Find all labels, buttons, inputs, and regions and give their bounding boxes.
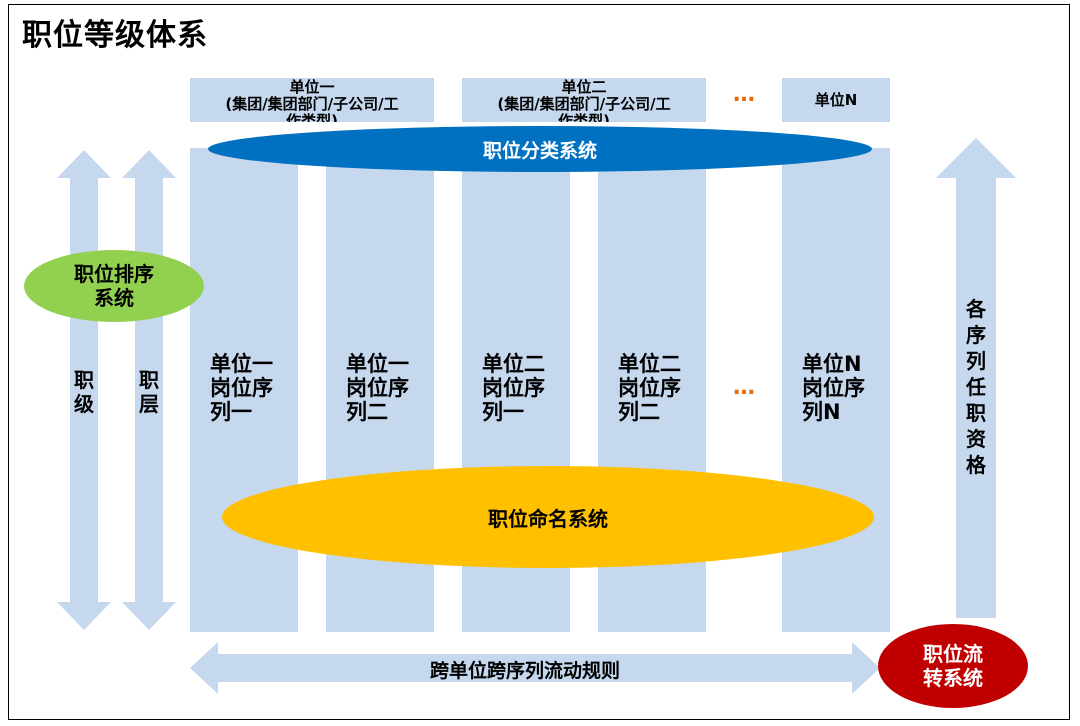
header-unit-1: 单位一 (集团/集团部门/子公司/工 作类型) <box>190 78 434 122</box>
qualification-arrow-label: 各 序 列 任 职 资 格 <box>964 296 988 478</box>
column-ellipsis: … <box>733 375 756 400</box>
rank-label-char: 职 <box>74 368 94 392</box>
naming-system-label: 职位命名系统 <box>488 506 608 531</box>
qualification-label-char: 任 <box>966 375 986 399</box>
layer-label-char: 职 <box>139 368 159 392</box>
column-label-line: 列一 <box>482 400 524 424</box>
header-unit-1-name: 单位一 <box>289 78 335 96</box>
header-unit-1-type: (集团/集团部门/子公司/工 <box>225 95 399 113</box>
rank-arrow-label: 职 级 <box>72 368 96 416</box>
header-unit-2-name: 单位二 <box>561 78 607 96</box>
column-label-line: 列N <box>802 400 841 424</box>
page-title: 职位等级体系 <box>22 18 208 53</box>
qualification-label-char: 资 <box>966 427 986 451</box>
column-label: 单位N 岗位序 列N <box>802 352 865 424</box>
flow-rule-arrow <box>190 642 880 694</box>
column-label: 单位二 岗位序 列一 <box>482 352 545 424</box>
column-label-line: 列二 <box>346 400 388 424</box>
header-unit-2-type-cont: 作类型) <box>558 112 610 123</box>
layer-arrow-label: 职 层 <box>137 368 161 416</box>
qualification-label-char: 各 <box>966 297 986 321</box>
ranking-system-label-cont: 系统 <box>94 286 134 310</box>
column-label-line: 岗位序 <box>802 376 865 400</box>
column-unit1-seq1 <box>190 148 298 632</box>
header-unit-1-type-cont: 作类型) <box>286 112 338 123</box>
column-label-line: 列一 <box>210 400 252 424</box>
column-unitn-seqn <box>782 148 890 632</box>
layer-label-char: 层 <box>139 392 159 416</box>
column-label: 单位一 岗位序 列二 <box>346 352 409 424</box>
qualification-label-char: 职 <box>966 401 986 425</box>
qualification-arrow <box>936 138 1016 618</box>
rank-label-char: 级 <box>74 392 94 416</box>
header-unit-n: 单位N <box>782 78 890 122</box>
column-label-line: 岗位序 <box>482 376 545 400</box>
column-label-line: 单位一 <box>210 352 273 376</box>
header-unit-2-type: (集团/集团部门/子公司/工 <box>497 95 671 113</box>
header-unit-n-name: 单位N <box>814 91 858 109</box>
qualification-label-char: 序 <box>966 323 986 347</box>
classification-system-ellipse: 职位分类系统 <box>208 126 872 172</box>
header-unit-2: 单位二 (集团/集团部门/子公司/工 作类型) <box>462 78 706 122</box>
qualification-label-char: 列 <box>966 349 986 373</box>
naming-system-ellipse: 职位命名系统 <box>222 466 874 568</box>
ranking-system-ellipse: 职位排序 系统 <box>24 250 204 322</box>
column-label-line: 列二 <box>618 400 660 424</box>
column-label-line: 单位N <box>802 352 862 376</box>
flow-system-label: 职位流 <box>923 642 983 666</box>
column-label: 单位二 岗位序 列二 <box>618 352 681 424</box>
ranking-system-label: 职位排序 <box>74 262 154 286</box>
column-label-line: 单位二 <box>482 352 545 376</box>
column-label-line: 岗位序 <box>618 376 681 400</box>
column-label: 单位一 岗位序 列一 <box>210 352 273 424</box>
column-label-line: 单位一 <box>346 352 409 376</box>
column-label-line: 单位二 <box>618 352 681 376</box>
column-label-line: 岗位序 <box>346 376 409 400</box>
flow-rule-label: 跨单位跨序列流动规则 <box>430 660 621 682</box>
flow-system-ellipse: 职位流 转系统 <box>878 624 1028 708</box>
classification-system-label: 职位分类系统 <box>482 139 597 162</box>
qualification-label-char: 格 <box>966 453 986 477</box>
column-label-line: 岗位序 <box>210 376 273 400</box>
flow-system-label-cont: 转系统 <box>923 666 983 690</box>
header-ellipsis: … <box>733 82 756 107</box>
